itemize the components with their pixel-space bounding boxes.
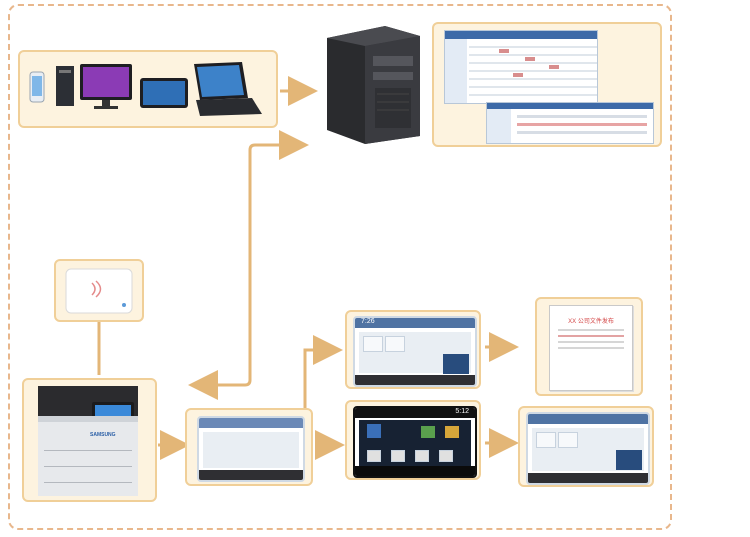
management-ui-box — [432, 22, 662, 147]
app-menu-box: 5:12 — [345, 400, 481, 480]
client-devices-illustration — [29, 62, 262, 116]
document-title: XX 公司文件发布 — [568, 319, 614, 325]
printed-document: XX 公司文件发布 — [549, 305, 633, 391]
app-menu-time: 5:12 — [455, 408, 469, 415]
server-icon — [327, 26, 420, 144]
web-console-detail-screenshot — [486, 102, 654, 144]
result-screen-box — [518, 406, 654, 487]
release-screen: 7:26 — [353, 316, 477, 387]
release-screen-box: 7:26 — [345, 310, 481, 389]
mfp-panel-screen — [197, 416, 305, 482]
release-screen-time: 7:26 — [361, 318, 375, 325]
printed-document-box: XX 公司文件发布 — [535, 297, 643, 396]
client-devices-box — [18, 50, 278, 128]
desktop-tower-icon — [56, 66, 74, 106]
mfp-panel-box — [185, 408, 313, 486]
card-reader-icon — [65, 268, 133, 314]
result-screen — [526, 412, 650, 485]
printer-brand: SAMSUNG — [90, 432, 116, 438]
mfp-icon — [38, 386, 138, 496]
web-console-screenshot — [444, 30, 598, 104]
diagram-frame — [8, 4, 672, 530]
card-reader-box — [54, 259, 144, 322]
arrow-printer-to-server — [195, 130, 309, 387]
app-menu-screen: 5:12 — [353, 406, 477, 478]
arrow-panel-to-release — [303, 335, 343, 410]
mfp-box: SAMSUNG — [22, 378, 157, 502]
